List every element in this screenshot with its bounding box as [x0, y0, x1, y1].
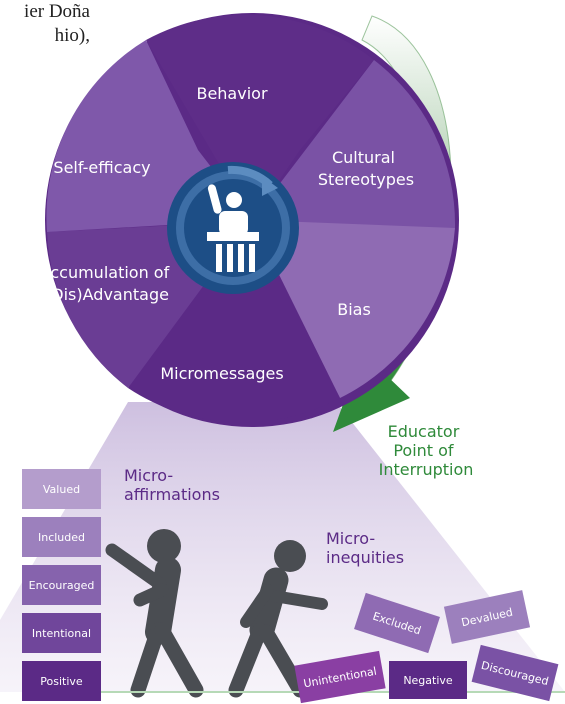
- wheel-label-micromessages: Micromessages: [160, 364, 283, 383]
- wheel-label-cultural-line-2: Stereotypes: [318, 170, 414, 189]
- microaffirmations-heading-line-2: affirmations: [124, 485, 220, 504]
- affirmation-box-positive: Positive: [22, 661, 101, 701]
- wheel-label-accumulation: Accumulation of (Dis)Advantage: [40, 263, 175, 304]
- affirmation-box-intentional: Intentional: [22, 613, 101, 653]
- microaffirmations-heading: Micro- affirmations: [124, 466, 220, 504]
- wheel-segment-micromessages: [128, 220, 340, 423]
- inequity-label: Discouraged: [479, 658, 551, 688]
- standing-person-figure: [105, 529, 204, 698]
- wheel-segment-cultural-stereotypes: [252, 60, 456, 240]
- top-text-line-2: hio),: [54, 25, 90, 46]
- top-text-line-1: ier Doña: [24, 1, 90, 22]
- interruption-label: Educator Point of Interruption: [379, 422, 474, 479]
- inequity-box-negative: Negative: [389, 661, 467, 699]
- wheel-label-bias: Bias: [337, 300, 371, 319]
- interruption-line-3: Interruption: [379, 460, 474, 479]
- inequity-label: Devalued: [460, 605, 514, 629]
- affirmation-label: Intentional: [31, 626, 92, 640]
- inequity-label: Unintentional: [302, 664, 378, 690]
- wheel-segment-behavior: [146, 14, 374, 221]
- interruption-line-1: Educator: [388, 422, 460, 441]
- affirmation-label: Encouraged: [28, 578, 95, 592]
- affirmation-box-valued: Valued: [22, 469, 101, 509]
- affirmation-box-included: Included: [22, 517, 101, 557]
- wheel-label-cultural-stereotypes: Cultural Stereotypes: [318, 148, 414, 189]
- microinequities-heading: Micro- inequities: [326, 529, 404, 567]
- hunched-person-figure: [228, 540, 328, 698]
- affirmation-label: Positive: [40, 674, 83, 688]
- wheel-label-self-efficacy: Self-efficacy: [53, 158, 150, 177]
- interruption-arrow-head: [333, 352, 410, 432]
- microinequities-heading-line-2: inequities: [326, 548, 405, 567]
- top-cut-off-text: ier Doña hio),: [0, 0, 90, 48]
- interruption-line-2: Point of: [393, 441, 454, 460]
- microinequities-heading-line-1: Micro-: [326, 529, 376, 548]
- wheel-label-behavior: Behavior: [196, 84, 267, 103]
- person-at-podium-icon: [167, 162, 299, 294]
- wheel-segment-bias: [252, 220, 455, 398]
- wheel-label-accumulation-line-1: Accumulation of: [40, 263, 170, 282]
- affirmation-label: Included: [37, 530, 86, 544]
- wheel-label-accumulation-line-2: (Dis)Advantage: [45, 285, 169, 304]
- microaffirmations-heading-line-1: Micro-: [124, 466, 174, 485]
- affirmation-box-encouraged: Encouraged: [22, 565, 101, 605]
- inequity-label: Negative: [403, 673, 453, 687]
- affirmation-label: Valued: [42, 482, 81, 496]
- wheel-label-cultural-line-1: Cultural: [332, 148, 395, 167]
- inequity-label: Excluded: [371, 609, 423, 637]
